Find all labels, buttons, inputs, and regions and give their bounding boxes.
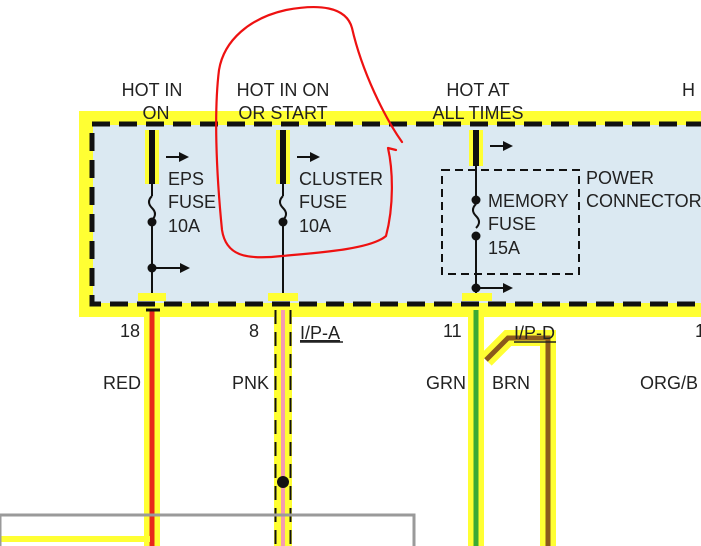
wire-red — [0, 308, 160, 546]
wire-color-org-b: ORG/B — [640, 373, 698, 393]
hot-in-on-label-line2: ON — [143, 103, 170, 123]
cluster-fuse-name-line1: CLUSTER — [299, 169, 383, 189]
wire-brown — [480, 330, 556, 546]
power-connector-box — [441, 169, 580, 275]
pin-8: 8 — [249, 321, 259, 341]
memory-fuse-rating: 15A — [488, 238, 520, 258]
connector-ip-a: I/P-A — [300, 323, 340, 343]
splice-point — [277, 476, 289, 488]
hot-in-on-or-start-label-line1: HOT IN ON — [237, 80, 330, 100]
eps-circuit — [138, 130, 190, 301]
pin-11: 11 — [443, 321, 462, 341]
cluster-fuse-rating: 10A — [299, 216, 331, 236]
red-annotation-circle — [215, 5, 404, 259]
fuse-symbol — [472, 203, 480, 229]
wire-color-brn: BRN — [492, 373, 530, 393]
hot-in-on-or-start-label-line2: OR START — [238, 103, 327, 123]
wire-color-grn: GRN — [426, 373, 466, 393]
pin-18: 18 — [120, 321, 140, 341]
wire-pink — [274, 310, 292, 546]
cluster-circuit — [268, 130, 320, 301]
memory-circuit — [441, 130, 580, 301]
wire-color-pnk: PNK — [232, 373, 269, 393]
wire-color-red: RED — [103, 373, 141, 393]
fuse-block — [79, 111, 701, 317]
cut-off-supply-label: H — [682, 80, 695, 100]
memory-fuse-name-line1: MEMORY — [488, 191, 569, 211]
hot-at-all-times-label-line2: ALL TIMES — [432, 103, 523, 123]
memory-fuse-name-line2: FUSE — [488, 214, 536, 234]
fuse-symbol — [148, 195, 156, 221]
connector-ip-d: I/P-D — [514, 323, 555, 343]
hot-in-on-label-line1: HOT IN — [122, 80, 183, 100]
eps-fuse-name-line1: EPS — [168, 169, 204, 189]
pin-cut: 1 — [695, 321, 701, 341]
eps-fuse-rating: 10A — [168, 216, 200, 236]
power-connector-label-line1: POWER — [586, 168, 654, 188]
fuse-symbol — [279, 195, 287, 221]
cluster-fuse-name-line2: FUSE — [299, 192, 347, 212]
lower-frame — [0, 513, 416, 546]
eps-fuse-name-line2: FUSE — [168, 192, 216, 212]
hot-at-all-times-label-line1: HOT AT — [446, 80, 509, 100]
power-connector-label-line2: CONNECTOR — [586, 191, 701, 211]
